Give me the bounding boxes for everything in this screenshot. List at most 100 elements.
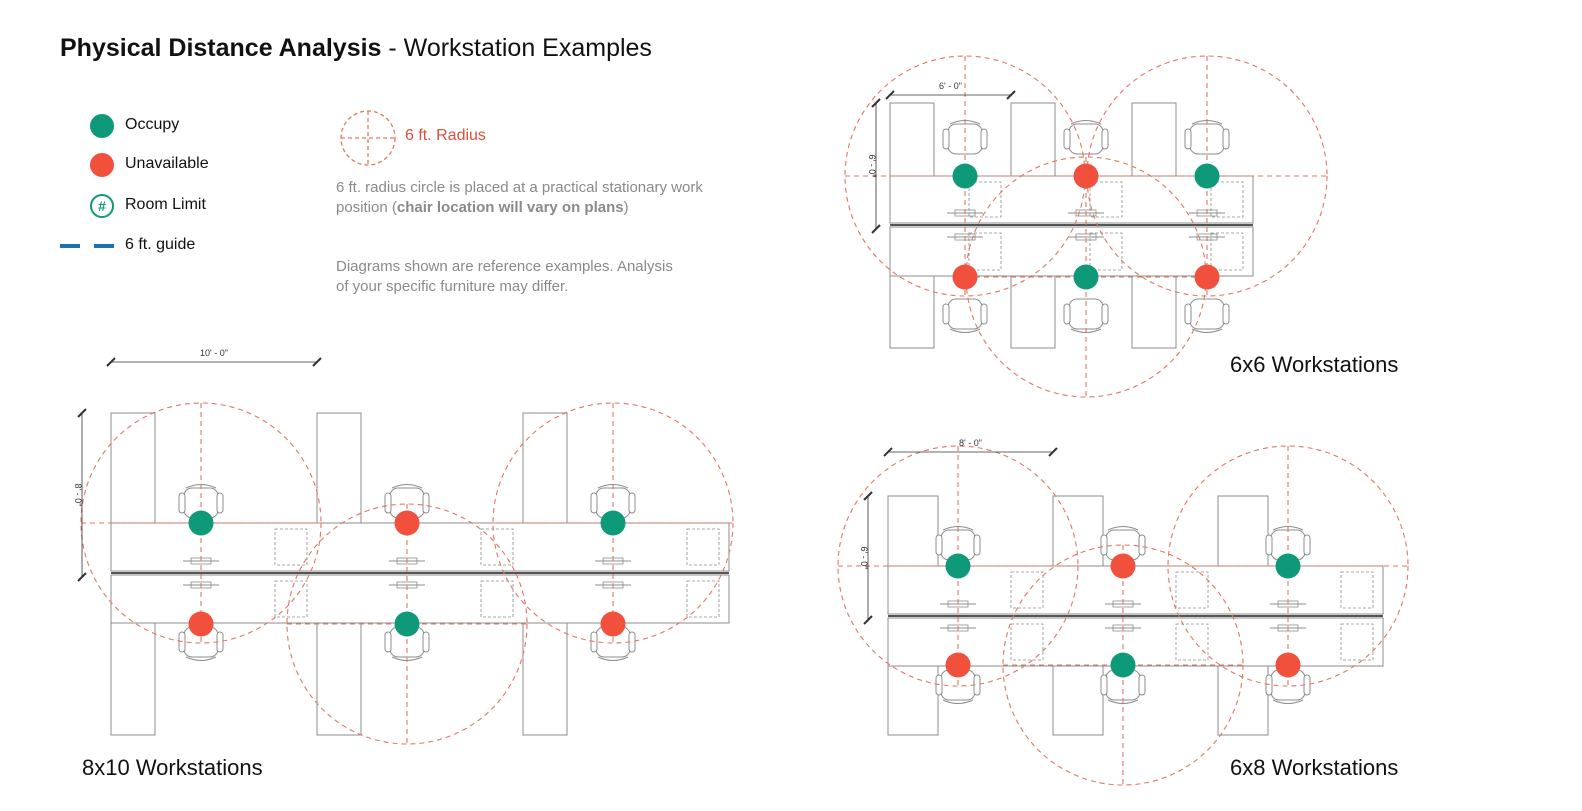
dashed-guide-icon: [60, 244, 114, 248]
chair-top-back: [1272, 526, 1304, 531]
seat-marker-top: [188, 510, 214, 536]
legend-unavailable-label: Unavailable: [125, 155, 209, 172]
radius-note-text: 6 ft. radius circle is placed at a pract…: [336, 179, 703, 216]
chair-bottom-arm-right: [980, 303, 988, 325]
desk-row-top: [110, 522, 730, 572]
seat-marker-bottom: [1073, 264, 1099, 290]
chair-top-back: [942, 526, 974, 531]
seat-marker-top: [1275, 553, 1301, 579]
title-bold: Physical Distance Analysis: [60, 34, 382, 62]
depth-dimension-tick: [77, 408, 87, 418]
radius-top-circle: [492, 402, 734, 644]
title-subtitle: - Workstation Examples: [381, 34, 652, 62]
legend-room-limit-label: Room Limit: [125, 196, 206, 213]
width-dimension-tick: [106, 357, 116, 367]
side-panel-top: [1131, 102, 1177, 177]
seat-marker-bottom: [394, 611, 420, 637]
chair-bottom-arm-right: [1222, 303, 1230, 325]
pedestal: [968, 181, 1002, 218]
side-panel-bottom: [887, 665, 939, 736]
pedestal: [480, 528, 514, 566]
disclaimer-note: Diagrams shown are reference examples. A…: [336, 258, 673, 295]
unavailable-dot-icon: [90, 153, 114, 177]
chair-bottom-arm-left: [1184, 303, 1192, 325]
width-dimension-tick: [883, 447, 893, 457]
width-dimension-text: 8' - 0": [959, 438, 982, 448]
pedestal: [686, 580, 720, 618]
seat-marker-top: [1073, 163, 1099, 189]
seat-marker-top: [1110, 553, 1136, 579]
depth-dimension-tick: [77, 572, 87, 582]
pedestal: [968, 232, 1002, 271]
depth-dimension-text: 6' - 0": [859, 547, 869, 570]
depth-dimension-tick: [863, 615, 873, 625]
side-panel-top: [1010, 102, 1056, 177]
pedestal: [1175, 571, 1209, 609]
plan-d8x10: 10' - 0"8' - 0": [73, 348, 734, 745]
side-panel-top: [316, 412, 362, 524]
plan-d6x8: 8' - 0" 6' - 0": [837, 438, 1409, 786]
depth-dimension-tick: [871, 224, 881, 234]
desk-row-bottom: [110, 574, 730, 624]
radius-note: 6 ft. radius circle is placed at a pract…: [336, 178, 716, 218]
pedestal: [1210, 181, 1244, 218]
chair-top-back: [391, 484, 423, 489]
radius-top-circle: [837, 445, 1079, 687]
side-panel-bottom: [110, 622, 156, 736]
seat-marker-bottom: [600, 611, 626, 637]
legend-occupy-label: Occupy: [125, 116, 180, 133]
side-panel-top: [887, 495, 939, 567]
seat-marker-bottom: [1110, 652, 1136, 678]
chair-top-arm-left: [1184, 128, 1192, 150]
label-6x8: 6x8 Workstations: [1230, 755, 1399, 780]
pedestal: [1340, 623, 1374, 661]
pedestal: [1089, 232, 1123, 271]
chair-bottom-back: [949, 328, 981, 333]
chair-top-back: [1107, 526, 1139, 531]
chair-bottom-back: [597, 656, 629, 661]
radius-top-circle: [1086, 55, 1328, 297]
chair-bottom-back: [1107, 699, 1139, 704]
label-6x6: 6x6 Workstations: [1230, 352, 1399, 377]
chair-top-arm-right: [1303, 534, 1311, 556]
chair-bottom-back: [1191, 328, 1223, 333]
seat-marker-top: [600, 510, 626, 536]
width-dimension-tick: [1006, 90, 1016, 100]
chair-top-arm-right: [216, 492, 224, 514]
chair-bottom-arm-left: [942, 303, 950, 325]
radius-label: 6 ft. Radius: [405, 127, 486, 144]
pedestal: [1210, 232, 1244, 271]
pedestal: [1010, 623, 1044, 661]
radius-bottom-circle: [1002, 544, 1244, 786]
chair-top-arm-right: [422, 492, 430, 514]
chair-top-arm-left: [178, 492, 186, 514]
width-dimension-tick: [885, 90, 895, 100]
seat-marker-top: [1194, 163, 1220, 189]
pedestal: [480, 580, 514, 618]
pedestal: [274, 528, 308, 566]
width-dimension-tick: [1048, 447, 1058, 457]
radius-circle-icon: [340, 110, 396, 166]
chair-bottom-arm-right: [1101, 303, 1109, 325]
width-dimension-text: 6' - 0": [939, 81, 962, 91]
chair-top-arm-left: [590, 492, 598, 514]
seat-marker-top: [394, 510, 420, 536]
chair-top-arm-left: [1265, 534, 1273, 556]
chair-bottom-arm-left: [1063, 303, 1071, 325]
depth-dimension-text: 6' - 0": [867, 155, 877, 178]
seat-marker-top: [952, 163, 978, 189]
side-panel-top: [1052, 495, 1104, 567]
side-panel-top: [110, 412, 156, 524]
depth-dimension-tick: [863, 491, 873, 501]
seat-marker-bottom: [188, 611, 214, 637]
side-panel-bottom: [316, 622, 362, 736]
page-title: Physical Distance Analysis - Workstation…: [60, 34, 652, 63]
pedestal: [274, 580, 308, 618]
chair-top-arm-right: [1138, 534, 1146, 556]
side-panel-bottom: [1131, 275, 1177, 349]
seat-marker-bottom: [952, 264, 978, 290]
chair-top-arm-right: [1222, 128, 1230, 150]
pedestal: [1175, 623, 1209, 661]
chair-top-arm-left: [384, 492, 392, 514]
